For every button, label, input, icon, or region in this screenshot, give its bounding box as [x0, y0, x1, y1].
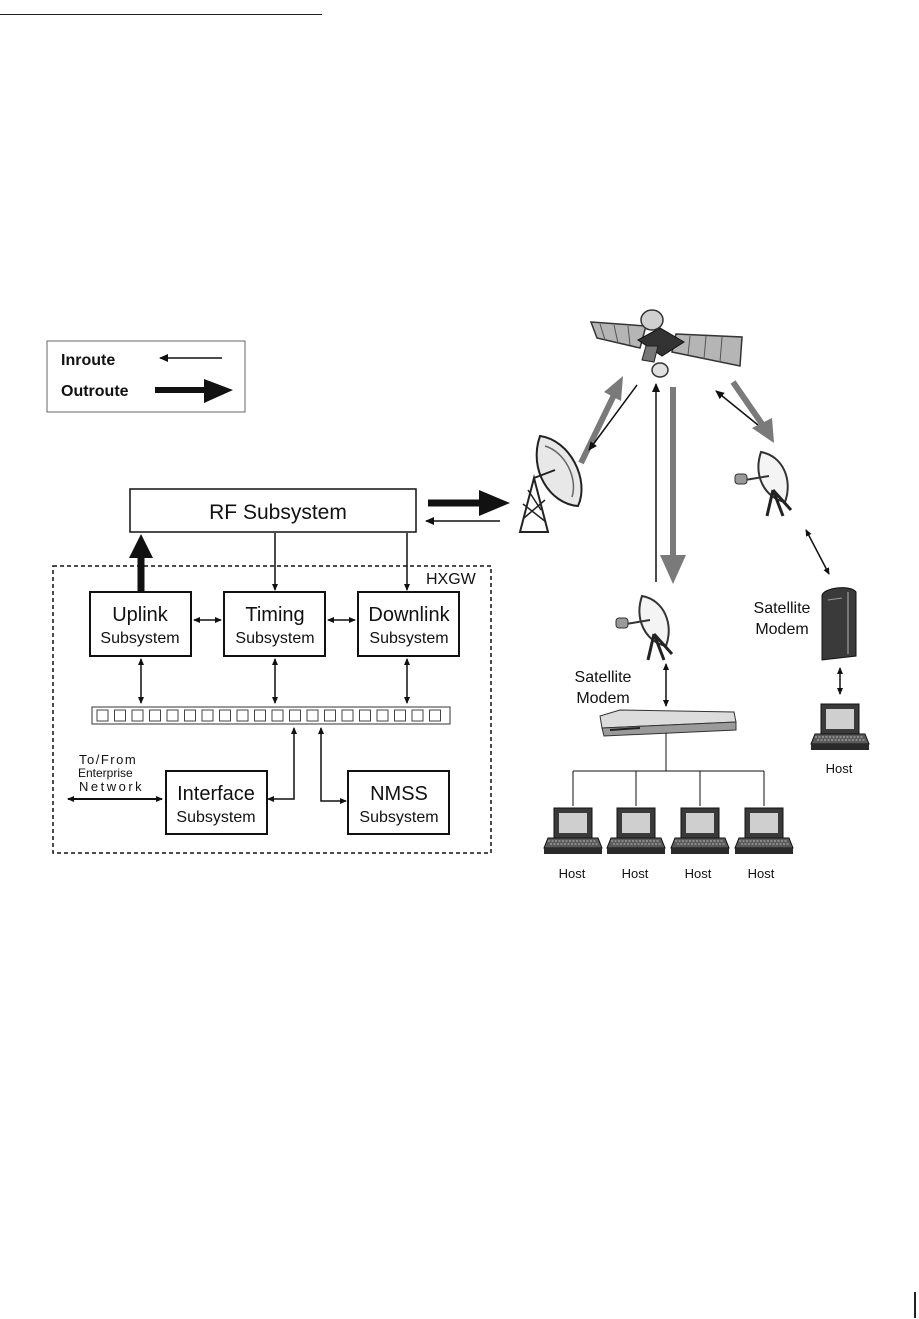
uplink-subsystem: Uplink Subsystem [89, 591, 192, 657]
interface-label: Interface [177, 783, 255, 805]
bus-ports [96, 709, 441, 722]
host-3-label: Host [685, 866, 712, 881]
host-right-label: Host [826, 761, 853, 776]
bus-port [236, 709, 249, 722]
enterprise-label-line2: Enterprise [78, 766, 133, 780]
timing-subsystem: Timing Subsystem [223, 591, 326, 657]
remote-left-dish-icon [614, 594, 674, 662]
bus-port [166, 709, 179, 722]
bus-port [149, 709, 161, 722]
header-rule [0, 14, 322, 15]
host-4-label: Host [748, 866, 775, 881]
host-3-icon [670, 807, 730, 855]
satellite-modem-left-icon [599, 709, 737, 737]
interface-sublabel: Subsystem [176, 809, 255, 826]
page-margin-marker [914, 1292, 916, 1318]
host-2-icon [606, 807, 666, 855]
remote-right-inroute-arrow [715, 390, 759, 426]
bus-port [324, 709, 336, 722]
hxgw-label: HXGW [426, 571, 477, 588]
host-lan-tree [572, 733, 765, 806]
lan-bus [91, 706, 451, 725]
modem-right-label-line2: Modem [755, 621, 808, 638]
host-1-icon [543, 807, 603, 855]
bus-port [359, 709, 371, 722]
remote-right-outroute-head [752, 418, 774, 443]
bus-nmss-arrow [318, 727, 347, 804]
rf-outroute-head [479, 490, 510, 516]
remote-right-outroute-shaft [730, 380, 765, 426]
downlink-label: Downlink [368, 604, 450, 626]
remote-right-dish-icon [733, 450, 793, 518]
timing-sublabel: Subsystem [235, 630, 314, 647]
legend-box [46, 340, 246, 413]
bus-port [114, 709, 126, 722]
bus-port [394, 709, 406, 722]
legend-outroute-label: Outroute [61, 383, 129, 400]
host-4-icon [734, 807, 794, 855]
gateway-inroute-arrow [588, 384, 638, 451]
enterprise-label-line3: Network [79, 779, 144, 794]
bus-port [96, 709, 109, 722]
bus-port [306, 709, 319, 722]
dish-modem-right-arrow [805, 529, 830, 575]
uplink-outroute-head [129, 534, 153, 558]
timing-label: Timing [245, 604, 304, 626]
host-2-label: Host [622, 866, 649, 881]
outroute-arrow-head [204, 379, 233, 403]
rf-subsystem: RF Subsystem [129, 488, 417, 533]
downlink-sublabel: Subsystem [369, 630, 448, 647]
gateway-antenna-icon [518, 434, 583, 533]
host-1-label: Host [559, 866, 586, 881]
legend-inroute-label: Inroute [61, 352, 115, 369]
rf-subsystem-label: RF Subsystem [209, 501, 347, 524]
modem-right-label-line1: Satellite [754, 600, 811, 617]
bus-port [289, 709, 301, 722]
hxgw-boundary [52, 565, 492, 854]
remote-left-outroute-head [660, 555, 686, 584]
gateway-outroute-up-head [604, 376, 623, 401]
bus-interface-arrow [267, 727, 297, 802]
satellite-modem-right-icon [821, 587, 857, 661]
satellite-icon [589, 309, 743, 378]
nmss-label: NMSS [370, 783, 428, 805]
nmss-sublabel: Subsystem [359, 809, 438, 826]
gateway-outroute-up-shaft [578, 393, 617, 465]
host-right-icon [810, 703, 870, 751]
bus-port [271, 709, 284, 722]
bus-port [131, 709, 144, 722]
enterprise-label-line1: To/From [79, 752, 137, 767]
uplink-label: Uplink [112, 604, 169, 626]
nmss-subsystem: NMSS Subsystem [347, 770, 450, 835]
modem-left-label-line2: Modem [576, 690, 629, 707]
modem-left-label-line1: Satellite [575, 669, 632, 686]
bus-port [184, 709, 196, 722]
bus-port [429, 709, 441, 722]
bus-port [411, 709, 424, 722]
legend: Inroute Outroute [46, 340, 246, 413]
bus-port [219, 709, 231, 722]
downlink-subsystem: Downlink Subsystem [357, 591, 460, 657]
bus-port [341, 709, 354, 722]
bus-port [376, 709, 389, 722]
bus-port [254, 709, 266, 722]
interface-subsystem: Interface Subsystem [165, 770, 268, 835]
bus-port [201, 709, 214, 722]
uplink-sublabel: Subsystem [100, 630, 179, 647]
